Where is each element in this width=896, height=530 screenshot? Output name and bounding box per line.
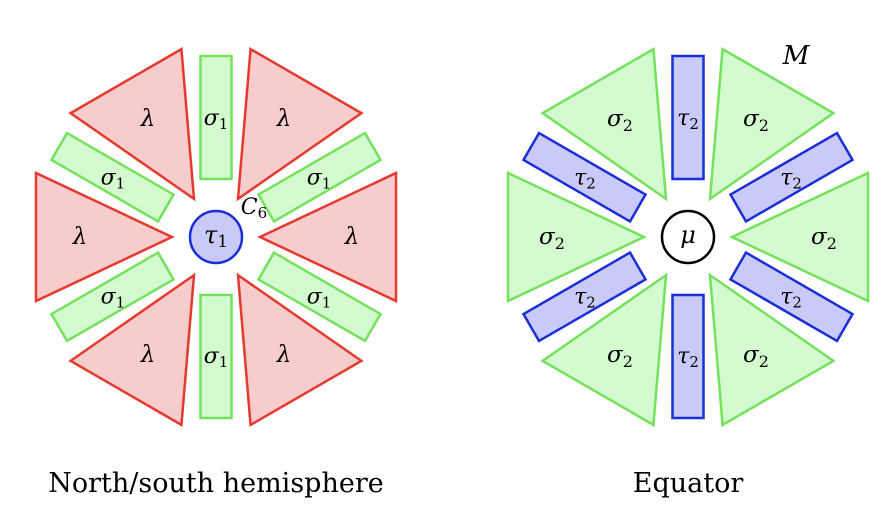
tau2-bar-label-1: τ2: [677, 106, 699, 134]
lambda-triangle-4: [68, 272, 196, 427]
c6-axis-label: C6: [241, 195, 267, 223]
sigma2-triangle-3: [708, 272, 836, 427]
lambda-triangle-6: [68, 47, 196, 202]
tau2-bar-5: [521, 250, 648, 343]
sigma1-bar-label-2: σ1: [307, 165, 332, 193]
center-label: μ: [680, 221, 696, 249]
tau2-bar-label-6: τ2: [574, 165, 596, 193]
sigma1-bar-5: [49, 250, 176, 343]
sigma2-triangle-label-6: σ2: [607, 106, 633, 135]
lambda-triangle-5: [34, 171, 175, 303]
left-hemisphere-diagram: σ1 σ1 σ1 σ1 σ1 σ1 λ λ λ λ λ λ τ1 C6: [34, 47, 398, 427]
lambda-triangle-label-5: λ: [72, 224, 88, 250]
center-circle: [188, 209, 244, 265]
sigma1-bar-label-3: σ1: [307, 284, 332, 312]
center-label: τ1: [204, 221, 228, 252]
tau2-bar-label-5: τ2: [574, 284, 596, 312]
sigma2-triangle-label-2: σ2: [811, 224, 837, 253]
sigma1-bar-2: [256, 131, 383, 224]
sigma2-triangle-label-1: σ2: [743, 106, 769, 135]
tau2-bar-label-2: τ2: [780, 165, 802, 193]
lambda-triangle-label-4: λ: [140, 342, 156, 368]
tau2-bar-1: [671, 54, 705, 181]
sigma2-triangle-label-3: σ2: [743, 342, 769, 371]
center-circle: [660, 209, 716, 265]
sigma1-bar-3: [256, 250, 383, 343]
sigma1-bar-4: [199, 293, 233, 420]
lambda-triangle-label-3: λ: [276, 342, 292, 368]
sigma1-bar-label-5: σ1: [101, 284, 126, 312]
lambda-triangle-label-2: λ: [344, 224, 360, 250]
sigma2-triangle-label-5: σ2: [539, 224, 565, 253]
tau2-bar-3: [728, 250, 855, 343]
lambda-triangle-label-1: λ: [276, 106, 292, 132]
sigma2-triangle-4: [540, 272, 668, 427]
m-corner-label: M: [782, 41, 811, 71]
tau2-bar-2: [728, 131, 855, 224]
sigma1-bar-label-6: σ1: [101, 165, 126, 193]
tau2-bar-6: [521, 131, 648, 224]
tau2-bar-4: [671, 293, 705, 420]
sigma2-triangle-6: [540, 47, 668, 202]
sigma1-bar-6: [49, 131, 176, 224]
left-caption: North/south hemisphere: [48, 468, 383, 499]
sigma2-triangle-label-4: σ2: [607, 342, 633, 371]
sigma1-bar-label-1: σ1: [204, 106, 229, 134]
tau2-bar-label-3: τ2: [780, 284, 802, 312]
sigma2-triangle-2: [729, 171, 870, 303]
lambda-triangle-1: [236, 47, 364, 202]
right-caption: Equator: [633, 468, 744, 499]
right-equator-diagram: τ2 τ2 τ2 τ2 τ2 τ2 σ2 σ2 σ2 σ2 σ2 σ2 μ M: [506, 41, 870, 427]
lambda-triangle-label-6: λ: [140, 106, 156, 132]
sigma1-bar-1: [199, 54, 233, 181]
sigma2-triangle-1: [708, 47, 836, 202]
tau2-bar-label-4: τ2: [677, 344, 699, 372]
sigma2-triangle-5: [506, 171, 647, 303]
lambda-triangle-2: [257, 171, 398, 303]
lambda-triangle-3: [236, 272, 364, 427]
sigma1-bar-label-4: σ1: [204, 344, 229, 372]
